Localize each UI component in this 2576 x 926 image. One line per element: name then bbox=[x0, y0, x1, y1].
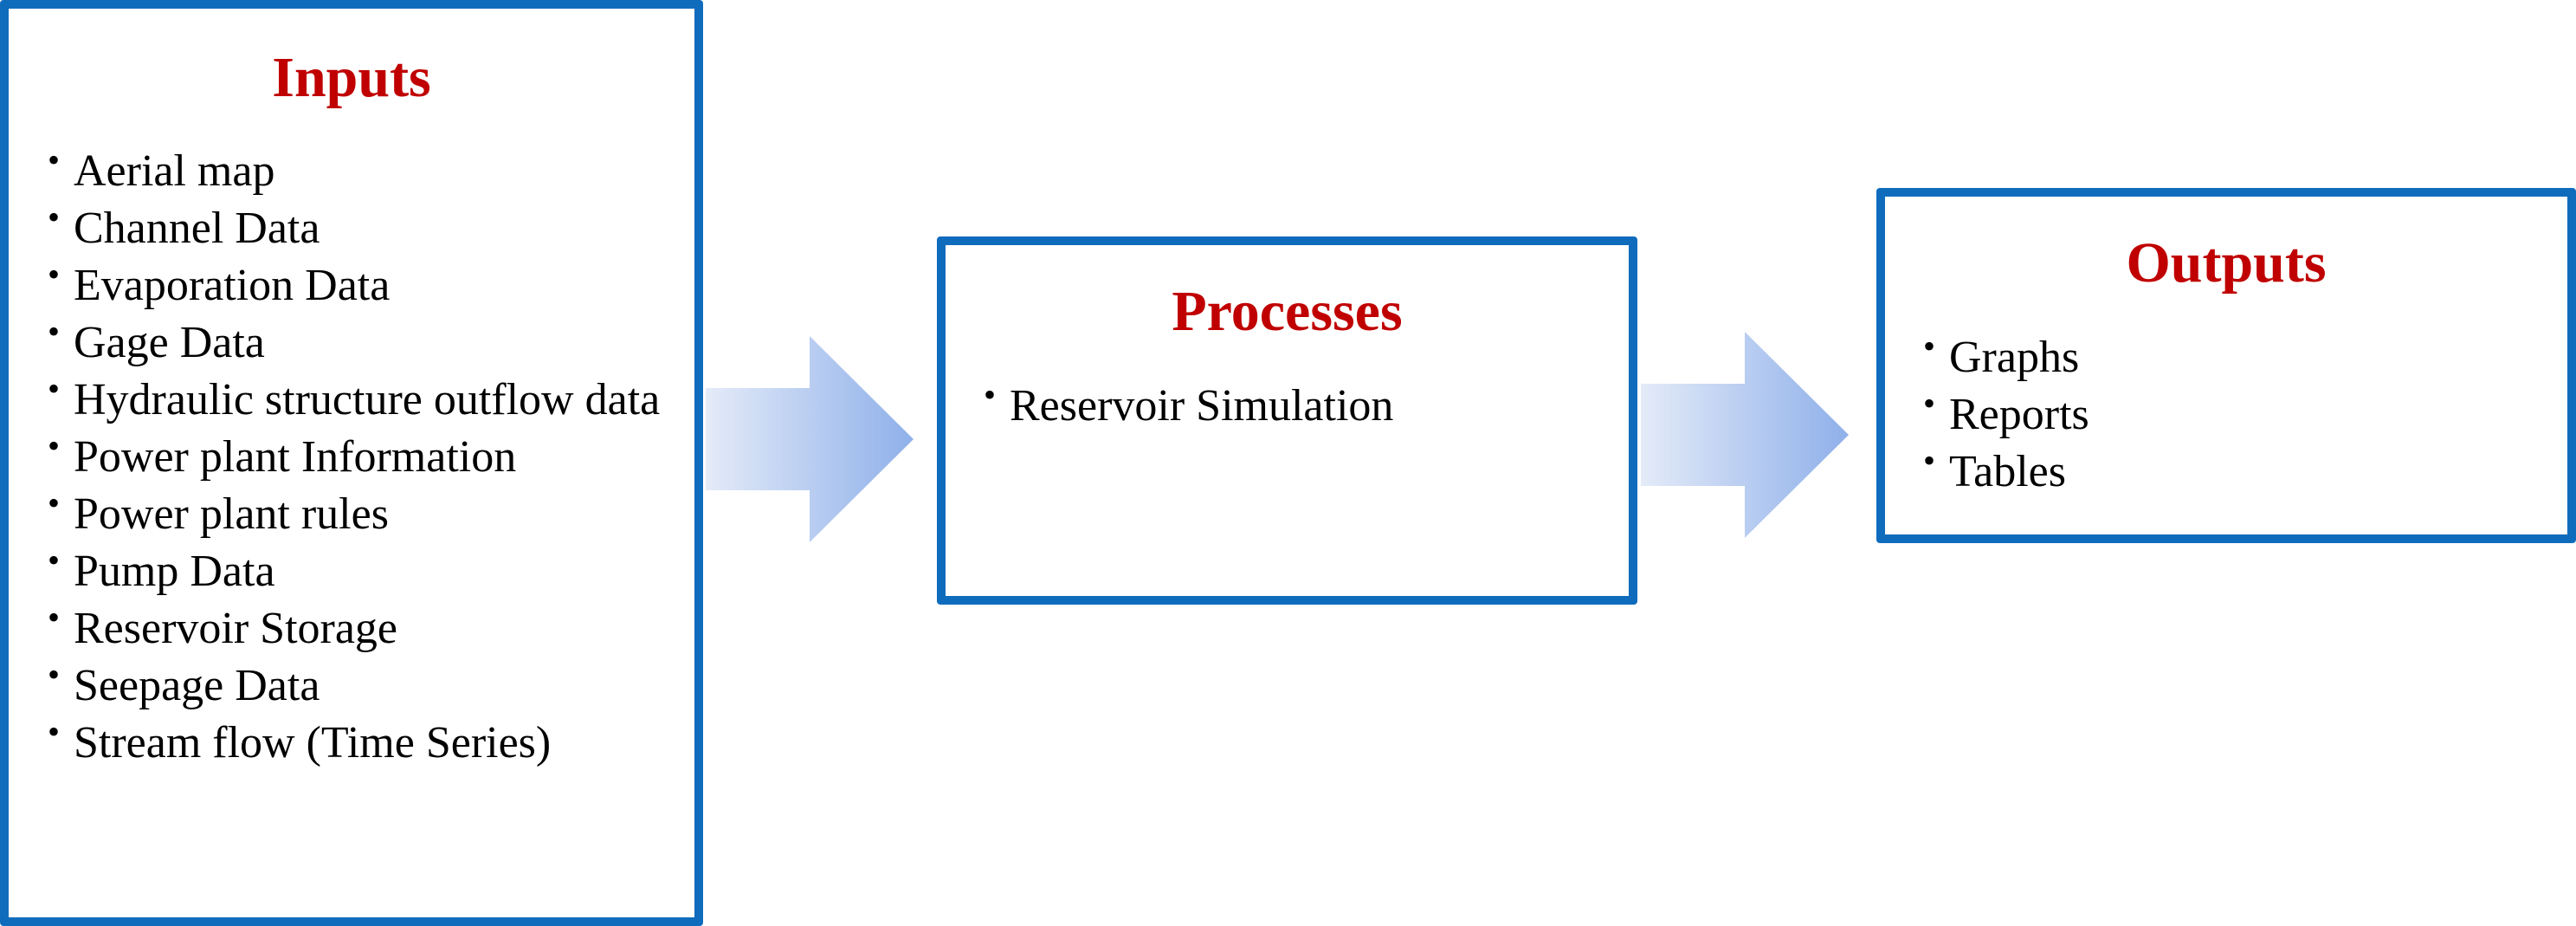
list-item-label: Tables bbox=[1949, 447, 2066, 496]
list-item: • Evaporation Data bbox=[48, 257, 671, 314]
list-item: • Reservoir Storage bbox=[48, 600, 671, 657]
processes-list: • Reservoir Simulation bbox=[984, 378, 1607, 435]
right-arrow-icon bbox=[1641, 332, 1849, 538]
bullet-icon: • bbox=[48, 369, 61, 408]
list-item: • Tables bbox=[1923, 444, 2547, 501]
bullet-icon: • bbox=[1923, 384, 1936, 423]
bullet-icon: • bbox=[48, 483, 61, 522]
list-item: • Graphs bbox=[1923, 329, 2547, 386]
arrow-shape bbox=[1641, 332, 1849, 538]
list-item: • Power plant rules bbox=[48, 486, 671, 543]
bullet-icon: • bbox=[48, 598, 61, 637]
list-item: • Reports bbox=[1923, 386, 2547, 444]
bullet-icon: • bbox=[48, 426, 61, 465]
list-item-label: Channel Data bbox=[74, 204, 320, 253]
bullet-icon: • bbox=[1923, 441, 1936, 480]
list-item-label: Reservoir Storage bbox=[74, 604, 398, 653]
bullet-icon: • bbox=[48, 655, 61, 694]
processes-title: Processes bbox=[1172, 280, 1403, 343]
list-item: • Power plant Information bbox=[48, 429, 671, 486]
list-item-label: Pump Data bbox=[74, 547, 275, 596]
outputs-title: Outputs bbox=[2126, 231, 2327, 295]
list-item-label: Seepage Data bbox=[74, 661, 320, 710]
arrow-shape bbox=[706, 336, 914, 542]
processes-box: Processes • Reservoir Simulation bbox=[937, 236, 1637, 605]
list-item: • Seepage Data bbox=[48, 657, 671, 715]
bullet-icon: • bbox=[48, 255, 61, 294]
list-item-label: Stream flow (Time Series) bbox=[74, 718, 552, 767]
list-item-label: Graphs bbox=[1949, 333, 2080, 382]
bullet-icon: • bbox=[48, 541, 61, 580]
bullet-icon: • bbox=[48, 312, 61, 351]
list-item: • Pump Data bbox=[48, 543, 671, 600]
bullet-icon: • bbox=[48, 712, 61, 751]
outputs-list: • Graphs • Reports • Tables bbox=[1923, 329, 2547, 501]
list-item-label: Gage Data bbox=[74, 318, 265, 367]
list-item-label: Power plant Information bbox=[74, 432, 517, 482]
inputs-title: Inputs bbox=[272, 46, 431, 109]
list-item: • Reservoir Simulation bbox=[984, 378, 1607, 435]
list-item-label: Reservoir Simulation bbox=[1010, 381, 1394, 431]
bullet-icon: • bbox=[48, 140, 61, 179]
inputs-box: Inputs • Aerial map • Channel Data • Evapor… bbox=[0, 0, 703, 926]
outputs-box: Outputs • Graphs • Reports • Tables bbox=[1876, 188, 2576, 543]
list-item: • Aerial map bbox=[48, 143, 671, 200]
bullet-icon: • bbox=[48, 198, 61, 236]
list-item-label: Hydraulic structure outflow data bbox=[74, 375, 661, 424]
list-item-label: Reports bbox=[1949, 390, 2089, 439]
bullet-icon: • bbox=[984, 375, 997, 414]
list-item: • Channel Data bbox=[48, 200, 671, 257]
inputs-list: • Aerial map • Channel Data • Evaporation D… bbox=[48, 143, 671, 772]
right-arrow-icon bbox=[706, 336, 914, 542]
list-item-label: Power plant rules bbox=[74, 489, 389, 539]
list-item: • Hydraulic structure outflow data bbox=[48, 372, 671, 429]
list-item: • Stream flow (Time Series) bbox=[48, 715, 671, 772]
bullet-icon: • bbox=[1923, 327, 1936, 366]
list-item-label: Aerial map bbox=[74, 146, 275, 196]
list-item: • Gage Data bbox=[48, 314, 671, 372]
list-item-label: Evaporation Data bbox=[74, 261, 391, 310]
